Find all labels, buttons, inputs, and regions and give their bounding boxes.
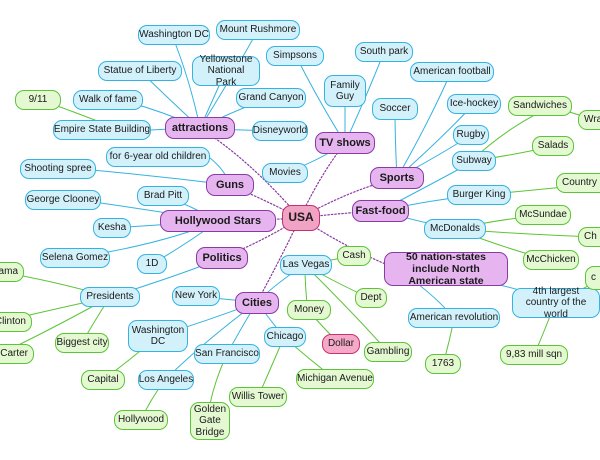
node-sandwiches[interactable]: Sandwiches bbox=[508, 96, 572, 116]
node-country-be[interactable]: Country be bbox=[556, 173, 600, 193]
node-area[interactable]: 9,83 mill sqn bbox=[500, 345, 568, 365]
topic-guns[interactable]: Guns bbox=[206, 174, 254, 196]
node-golden-gate[interactable]: Golden Gate Bridge bbox=[190, 402, 230, 440]
node-biggest-city[interactable]: Biggest city bbox=[55, 333, 109, 353]
node-simpsons[interactable]: Simpsons bbox=[266, 46, 324, 66]
topic-states[interactable]: 50 nation-states include North American … bbox=[384, 251, 508, 287]
node-one-d[interactable]: 1D bbox=[137, 254, 167, 274]
topic-attractions[interactable]: attractions bbox=[165, 117, 235, 139]
node-statue-of-liberty[interactable]: Statue of Liberty bbox=[98, 61, 182, 81]
node-hollywood[interactable]: Hollywood bbox=[114, 410, 168, 430]
node-grand-canyon[interactable]: Grand Canyon bbox=[236, 88, 306, 108]
node-salads[interactable]: Salads bbox=[532, 136, 574, 156]
node-gambling[interactable]: Gambling bbox=[364, 342, 412, 362]
node-rugby[interactable]: Rugby bbox=[453, 125, 489, 145]
node-presidents[interactable]: Presidents bbox=[80, 287, 140, 307]
node-chicago[interactable]: Chicago bbox=[264, 327, 306, 347]
node-new-york[interactable]: New York bbox=[172, 286, 220, 306]
node-fourth-largest[interactable]: 4th largest country of the world bbox=[512, 286, 600, 320]
node-nine-eleven[interactable]: 9/11 bbox=[15, 90, 61, 110]
node-george-clooney[interactable]: George Clooney bbox=[25, 190, 101, 210]
node-empire-state[interactable]: Empire State Building bbox=[53, 120, 151, 140]
topic-cities[interactable]: Cities bbox=[235, 292, 279, 314]
topic-sports[interactable]: Sports bbox=[370, 167, 424, 189]
center-node-usa[interactable]: USA bbox=[282, 205, 320, 231]
node-yellowstone[interactable]: Yellowstone National Park bbox=[192, 54, 260, 88]
node-ch-partial[interactable]: Ch bbox=[578, 227, 600, 247]
node-c-partial[interactable]: c bbox=[585, 266, 600, 290]
node-san-francisco[interactable]: San Francisco bbox=[194, 344, 260, 364]
node-subway[interactable]: Subway bbox=[452, 151, 496, 171]
node-american-revolution[interactable]: American revolution bbox=[408, 308, 500, 328]
topic-politics[interactable]: Politics bbox=[196, 247, 248, 269]
topic-hollywood-stars[interactable]: Hollywood Stars bbox=[160, 210, 276, 232]
node-dollar[interactable]: Dollar bbox=[322, 334, 360, 354]
node-money[interactable]: Money bbox=[287, 300, 331, 320]
node-soccer[interactable]: Soccer bbox=[372, 98, 418, 120]
node-south-park[interactable]: South park bbox=[355, 42, 413, 62]
node-mcdonalds[interactable]: McDonalds bbox=[424, 219, 486, 239]
node-mount-rushmore[interactable]: Mount Rushmore bbox=[216, 20, 300, 40]
node-kesha[interactable]: Kesha bbox=[93, 218, 131, 238]
node-mcchicken[interactable]: McChicken bbox=[523, 250, 579, 270]
node-six-year-old[interactable]: for 6-year old children bbox=[106, 147, 210, 167]
node-ice-hockey[interactable]: Ice-hockey bbox=[447, 94, 501, 114]
link-center-tvshows bbox=[299, 142, 346, 219]
topic-fast-food[interactable]: Fast-food bbox=[352, 200, 409, 222]
node-mcsundae[interactable]: McSundae bbox=[515, 205, 571, 225]
node-american-football[interactable]: American football bbox=[410, 62, 494, 82]
link-center-attractions bbox=[199, 127, 301, 219]
node-los-angeles[interactable]: Los Angeles bbox=[138, 370, 194, 390]
node-family-guy[interactable]: Family Guy bbox=[324, 75, 366, 107]
node-movies[interactable]: Movies bbox=[262, 163, 308, 183]
node-disneyworld[interactable]: Disneyworld bbox=[252, 121, 308, 141]
node-michigan-avenue[interactable]: Michigan Avenue bbox=[296, 369, 374, 389]
node-year-1763[interactable]: 1763 bbox=[425, 354, 461, 374]
node-las-vegas[interactable]: Las Vegas bbox=[280, 255, 332, 275]
topic-tv-shows[interactable]: TV shows bbox=[315, 132, 375, 154]
node-shooting-spree[interactable]: Shooting spree bbox=[20, 159, 96, 179]
node-brad-pitt[interactable]: Brad Pitt bbox=[137, 186, 189, 206]
node-dept[interactable]: Dept bbox=[355, 288, 387, 308]
node-willis-tower[interactable]: Willis Tower bbox=[229, 387, 287, 407]
node-wraps[interactable]: Wraps bbox=[578, 110, 600, 130]
node-burger-king[interactable]: Burger King bbox=[447, 185, 511, 205]
node-carter-partial[interactable]: y Carter bbox=[0, 344, 34, 364]
node-selena-gomez[interactable]: Selena Gomez bbox=[40, 248, 110, 268]
node-attr-washington-dc[interactable]: Washington DC bbox=[138, 25, 210, 45]
node-obama-partial[interactable]: ama bbox=[0, 262, 24, 282]
node-cash[interactable]: Cash bbox=[337, 246, 371, 266]
node-clinton-partial[interactable]: l Clinton bbox=[0, 312, 32, 332]
node-walk-of-fame[interactable]: Walk of fame bbox=[73, 90, 143, 110]
node-capital[interactable]: Capital bbox=[81, 370, 125, 390]
node-cities-washington-dc[interactable]: Washington DC bbox=[128, 320, 188, 352]
